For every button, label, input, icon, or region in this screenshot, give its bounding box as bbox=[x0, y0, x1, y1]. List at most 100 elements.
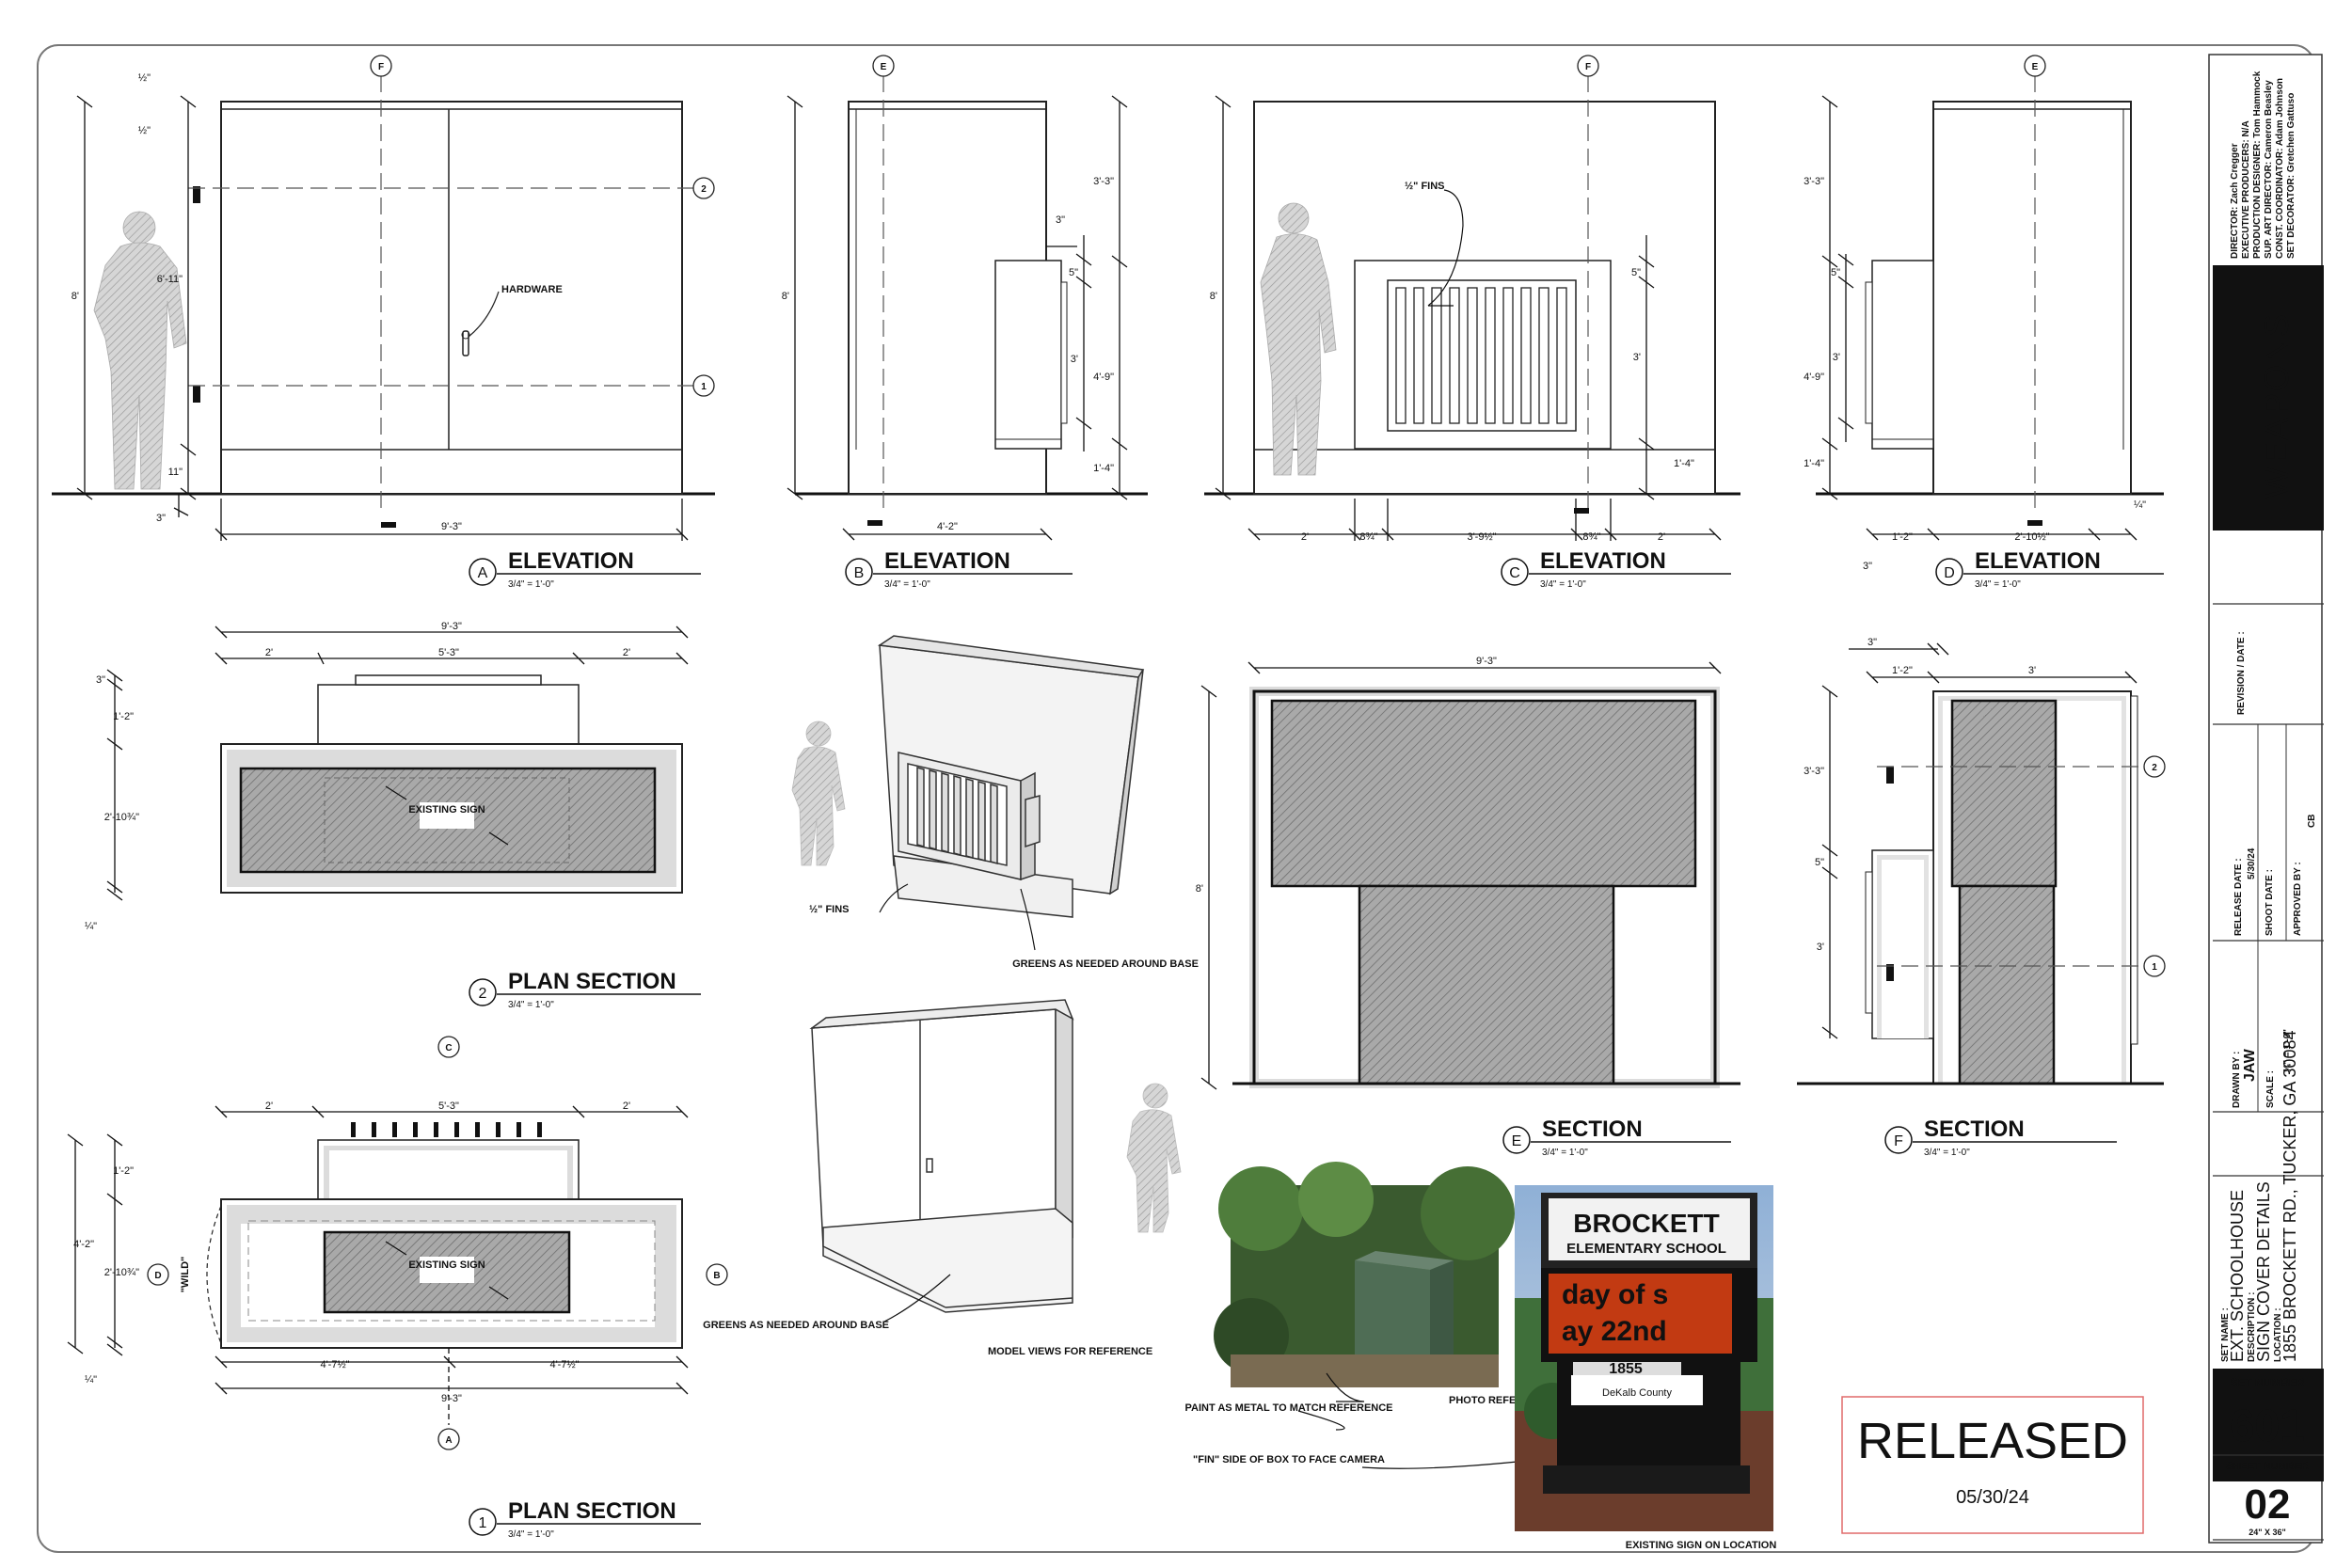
svg-text:SCALE :: SCALE : bbox=[2265, 1070, 2276, 1108]
svg-text:5/30/24: 5/30/24 bbox=[2247, 847, 2257, 879]
svg-text:1: 1 bbox=[2152, 962, 2157, 973]
model-view-doors bbox=[809, 999, 1182, 1313]
svg-text:D: D bbox=[1944, 565, 1955, 581]
svg-text:DIRECTOR: Zach Cregger: DIRECTOR: Zach Cregger bbox=[2230, 143, 2240, 259]
svg-text:1'-4": 1'-4" bbox=[1093, 463, 1114, 474]
svg-text:ay 22nd: ay 22nd bbox=[1562, 1316, 1667, 1347]
set-number: 601 bbox=[2230, 1402, 2305, 1451]
svg-text:¼": ¼" bbox=[85, 1374, 97, 1386]
svg-text:E: E bbox=[1512, 1133, 1522, 1149]
svg-text:D: D bbox=[154, 1271, 161, 1281]
svg-text:8¾": 8¾" bbox=[1359, 531, 1377, 543]
svg-text:2'-10¾": 2'-10¾" bbox=[104, 1267, 139, 1278]
fin bbox=[516, 1122, 521, 1137]
svg-text:3': 3' bbox=[1071, 354, 1078, 365]
svg-text:BROCKETT: BROCKETT bbox=[1573, 1209, 1720, 1238]
model-view-fins bbox=[791, 635, 1145, 918]
svg-text:DeKalb County: DeKalb County bbox=[1602, 1387, 1672, 1399]
fin bbox=[990, 784, 998, 864]
svg-text:MODEL VIEWS FOR REFERENCE: MODEL VIEWS FOR REFERENCE bbox=[988, 1346, 1152, 1357]
svg-text:8¾": 8¾" bbox=[1582, 531, 1600, 543]
svg-text:05/30/24: 05/30/24 bbox=[1956, 1487, 2029, 1508]
view-title-plan-2: 2 PLAN SECTION 3/4" = 1'-0" bbox=[469, 969, 701, 1010]
svg-text:3/4" = 1'-0": 3/4" = 1'-0" bbox=[1540, 579, 1586, 590]
svg-text:SUP. ART DIRECTOR: Cameron Bea: SUP. ART DIRECTOR: Cameron Beasley bbox=[2264, 80, 2274, 259]
svg-text:4'-9": 4'-9" bbox=[1093, 372, 1114, 383]
svg-text:2': 2' bbox=[1301, 531, 1309, 543]
title-block: DIRECTOR: Zach Cregger EXECUTIVE PRODUCE… bbox=[2208, 54, 2324, 1544]
svg-text:ELEVATION: ELEVATION bbox=[884, 548, 1010, 574]
svg-text:¾" = 1'-0": ¾" = 1'-0" bbox=[2282, 1029, 2293, 1072]
view-title-a: A ELEVATION 3/4" = 1'-0" bbox=[469, 548, 701, 590]
svg-text:CONST. COORDINATOR: Adam Johns: CONST. COORDINATOR: Adam Johnson bbox=[2275, 78, 2285, 259]
fin bbox=[1413, 287, 1424, 424]
svg-text:B: B bbox=[854, 565, 865, 581]
photo-existing-sign: BROCKETT ELEMENTARY SCHOOL day of s ay 2… bbox=[1515, 1185, 1773, 1531]
svg-text:2: 2 bbox=[479, 986, 487, 1002]
svg-text:E: E bbox=[2032, 62, 2039, 72]
svg-text:day of s: day of s bbox=[1562, 1279, 1668, 1310]
fin bbox=[941, 772, 949, 853]
svg-text:3": 3" bbox=[156, 513, 166, 524]
svg-text:PAINT AS METAL TO MATCH REFERE: PAINT AS METAL TO MATCH REFERENCE bbox=[1184, 1402, 1392, 1414]
svg-text:PRODUCTION DESIGNER: Tom Hammo: PRODUCTION DESIGNER: Tom Hammock bbox=[2252, 71, 2263, 259]
svg-text:REVISION / DATE :: REVISION / DATE : bbox=[2236, 631, 2247, 715]
svg-text:PLAN SECTION: PLAN SECTION bbox=[508, 969, 676, 994]
fin bbox=[977, 781, 986, 862]
svg-text:"FIN" SIDE OF BOX TO FACE CAME: "FIN" SIDE OF BOX TO FACE CAMERA bbox=[1193, 1454, 1385, 1465]
svg-text:2': 2' bbox=[265, 1101, 273, 1112]
svg-text:2': 2' bbox=[1658, 531, 1665, 543]
fin bbox=[454, 1122, 459, 1137]
plan-section-1: 2' 5'-3" 2' 4'-7½" 4'-7½" 9'-3" 1'-2" 4'… bbox=[67, 1101, 689, 1425]
svg-text:3'-3": 3'-3" bbox=[1093, 176, 1114, 187]
view-title-f: F SECTION 3/4" = 1'-0" bbox=[1884, 1117, 2117, 1158]
svg-text:A: A bbox=[445, 1435, 452, 1446]
svg-text:SET DECORATOR: Gretchen Gattus: SET DECORATOR: Gretchen Gattuso bbox=[2286, 93, 2296, 259]
fin bbox=[434, 1122, 438, 1137]
svg-text:3/4" = 1'-0": 3/4" = 1'-0" bbox=[1924, 1148, 1970, 1158]
svg-text:E: E bbox=[881, 62, 887, 72]
svg-text:3": 3" bbox=[1863, 561, 1872, 572]
svg-text:1'-2": 1'-2" bbox=[1892, 531, 1913, 543]
svg-text:CB: CB bbox=[2307, 815, 2317, 828]
fin bbox=[372, 1122, 376, 1137]
fin bbox=[413, 1122, 418, 1137]
svg-text:3/4" = 1'-0": 3/4" = 1'-0" bbox=[884, 579, 930, 590]
svg-text:3': 3' bbox=[2028, 665, 2036, 676]
svg-text:3": 3" bbox=[1867, 637, 1877, 648]
svg-text:3/4" = 1'-0": 3/4" = 1'-0" bbox=[1542, 1148, 1588, 1158]
fin bbox=[1502, 287, 1514, 424]
svg-text:3": 3" bbox=[1056, 214, 1065, 226]
location: 1855 BROCKETT RD., TUCKER, GA 30084 bbox=[2280, 1031, 2299, 1362]
fin bbox=[1538, 287, 1549, 424]
svg-text:EXISTING SIGN ON LOCATION: EXISTING SIGN ON LOCATION bbox=[1626, 1540, 1777, 1551]
svg-text:EXECUTIVE PRODUCERS: N/A: EXECUTIVE PRODUCERS: N/A bbox=[2241, 120, 2251, 259]
fin bbox=[1449, 287, 1460, 424]
svg-text:DRAWN BY :: DRAWN BY : bbox=[2232, 1052, 2242, 1108]
svg-text:3/4" = 1'-0": 3/4" = 1'-0" bbox=[508, 579, 554, 590]
svg-text:1'-4": 1'-4" bbox=[1804, 458, 1824, 469]
svg-text:1'-2": 1'-2" bbox=[1892, 665, 1913, 676]
svg-text:8': 8' bbox=[782, 291, 789, 302]
svg-text:2: 2 bbox=[2152, 763, 2157, 773]
svg-text:9'-3": 9'-3" bbox=[441, 521, 462, 532]
fin bbox=[929, 769, 937, 850]
svg-text:DESCRIPTION :: DESCRIPTION : bbox=[2247, 1292, 2257, 1362]
svg-text:4'-2": 4'-2" bbox=[937, 521, 958, 532]
svg-text:HARDWARE: HARDWARE bbox=[501, 284, 563, 295]
svg-text:½": ½" bbox=[138, 125, 151, 136]
fin bbox=[1467, 287, 1478, 424]
svg-text:3'-3": 3'-3" bbox=[1804, 766, 1824, 777]
svg-text:PLAN SECTION: PLAN SECTION bbox=[508, 1498, 676, 1524]
fin bbox=[475, 1122, 480, 1137]
svg-text:F: F bbox=[1894, 1133, 1903, 1149]
svg-text:3": 3" bbox=[96, 674, 105, 686]
elevation-c: 8' 5" 3' 1'-4" 2' 8¾" 3'-9½" 8¾" 2' ½" F… bbox=[1204, 75, 1740, 543]
fin bbox=[965, 778, 974, 859]
svg-text:24" X 36": 24" X 36" bbox=[2249, 1528, 2286, 1537]
credits-block: DIRECTOR: Zach Cregger EXECUTIVE PRODUCE… bbox=[2230, 71, 2296, 259]
svg-text:3/4" = 1'-0": 3/4" = 1'-0" bbox=[508, 1000, 554, 1010]
released-stamp: RELEASED 05/30/24 bbox=[1841, 1396, 2144, 1534]
svg-text:4'-7½": 4'-7½" bbox=[320, 1359, 349, 1370]
